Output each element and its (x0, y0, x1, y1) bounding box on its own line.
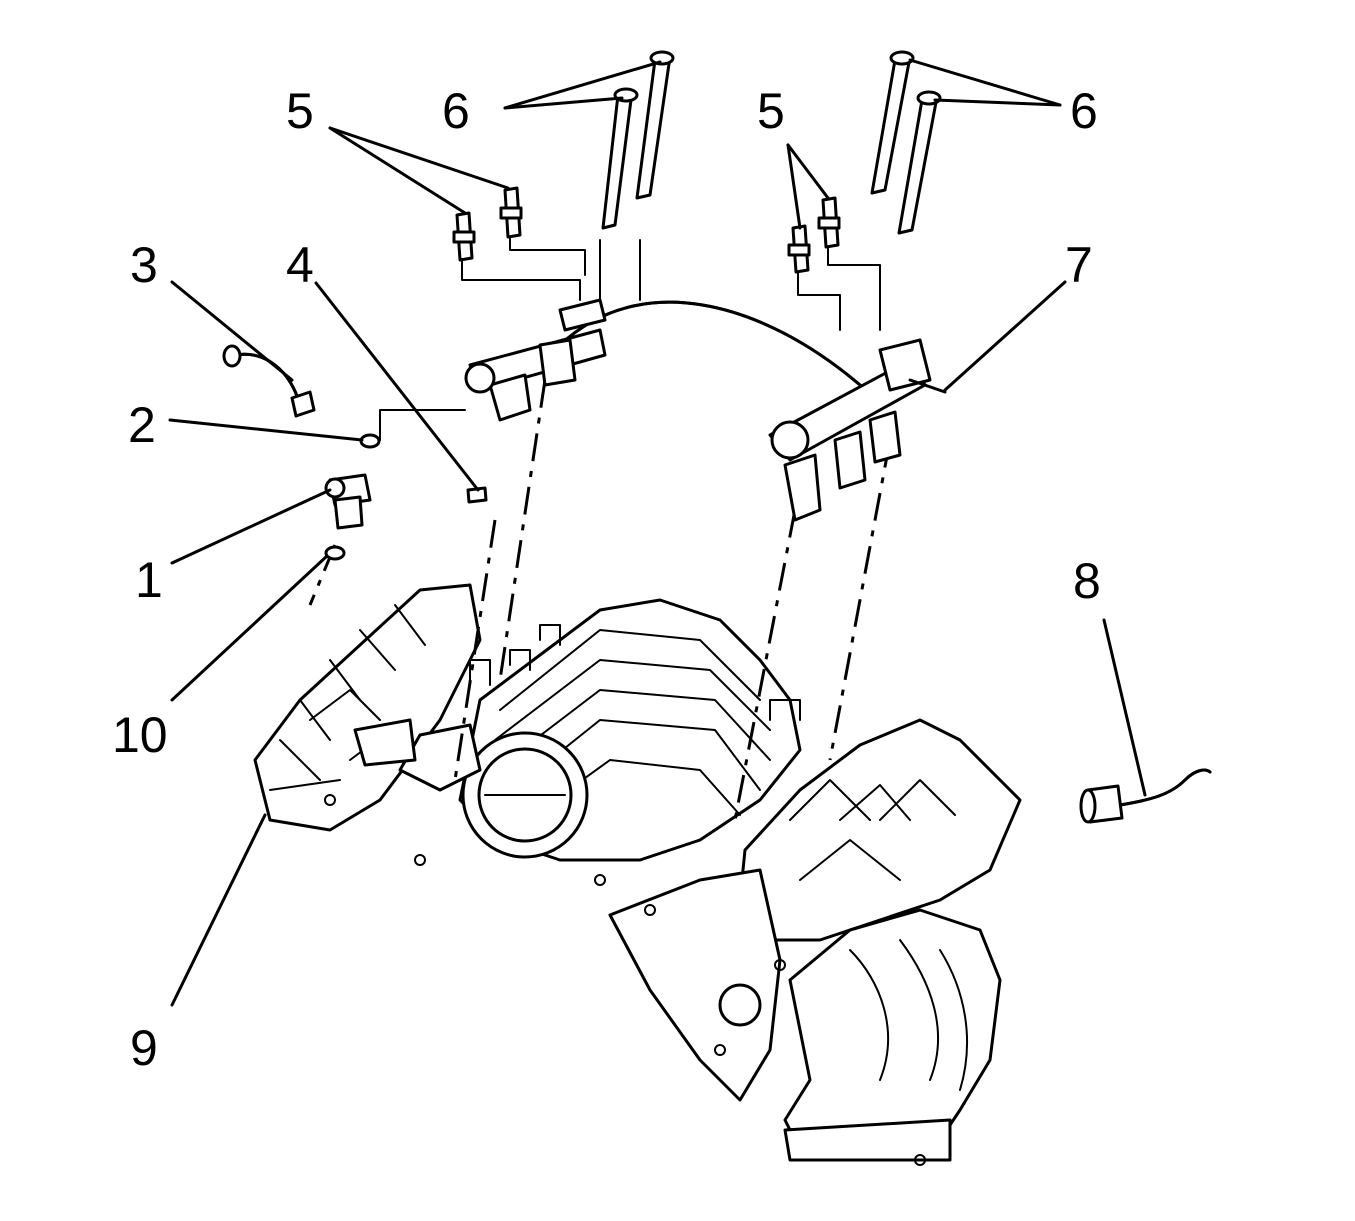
fuel-injector-icon (324, 473, 372, 530)
injector-retainer-clip-icon (466, 486, 488, 504)
fuel-rail-bolt-icon (601, 50, 942, 235)
fuel-rail-assembly-icon (464, 298, 947, 522)
callout-5-left: 5 (286, 83, 314, 139)
leader-lines (168, 58, 1147, 1007)
callout-7: 7 (1065, 237, 1093, 293)
fuel-rail-stud-icon (452, 186, 841, 274)
fuel-feed-hose-icon (222, 344, 316, 418)
fuel-hose-icon (1079, 768, 1212, 824)
callout-9: 9 (130, 1020, 158, 1076)
callout-6-left: 6 (442, 83, 470, 139)
callout-10: 10 (112, 707, 168, 763)
lower-o-ring-seal-icon (324, 545, 346, 561)
callout-5-right: 5 (757, 83, 785, 139)
o-ring-seal-icon (359, 433, 381, 449)
callout-8: 8 (1073, 553, 1101, 609)
intake-manifold-icon (253, 583, 1022, 1166)
callout-3: 3 (130, 237, 158, 293)
callout-1: 1 (135, 552, 163, 608)
callout-4: 4 (286, 237, 314, 293)
callout-2: 2 (128, 397, 156, 453)
callout-6-right: 6 (1070, 83, 1098, 139)
alignment-guide-lines (308, 234, 892, 821)
